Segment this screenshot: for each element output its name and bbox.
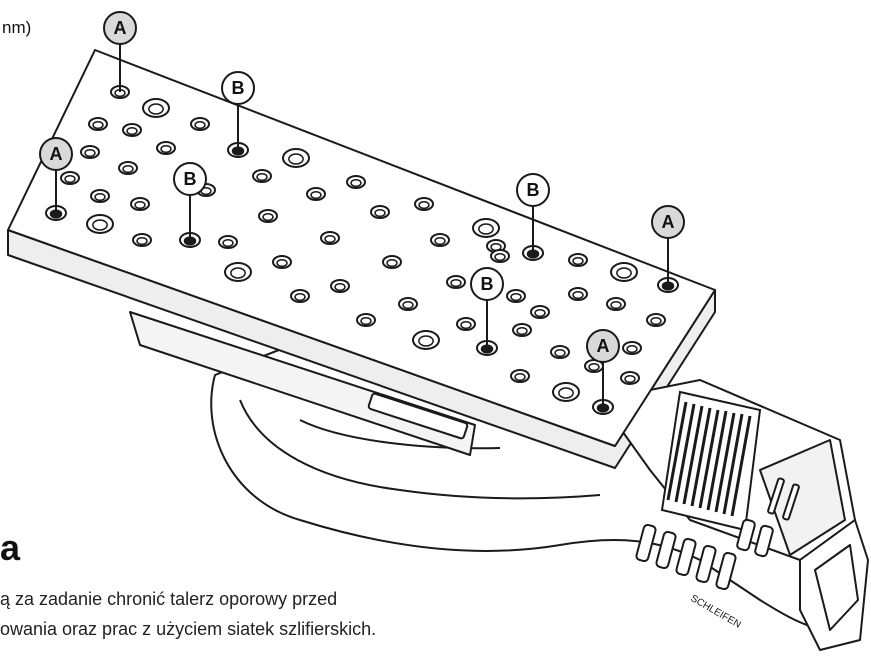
callout-a-circle <box>103 11 137 45</box>
callout-b-label: B <box>184 169 197 189</box>
plate-hole-inner <box>554 348 566 358</box>
plate-hole-inner <box>136 236 148 246</box>
callout-a-circle <box>651 205 685 239</box>
plate-hole-inner <box>494 252 506 262</box>
plate-hole-inner <box>450 278 462 288</box>
callout-a-label: A <box>114 18 127 38</box>
section-heading-fragment: a <box>0 527 21 568</box>
callout-a-3: A <box>651 205 685 239</box>
callout-leaders <box>55 44 669 407</box>
callout-b-circle <box>221 71 255 105</box>
plate-hole-inner <box>588 362 600 372</box>
plate-hole-inner <box>324 234 336 244</box>
callout-b-label: B <box>481 274 494 294</box>
plate-hole-inner <box>134 200 146 210</box>
plate-hole-inner <box>572 290 584 300</box>
plate-hole-inner <box>230 267 246 279</box>
callout-b-label: B <box>232 78 245 98</box>
plate-hole-inner <box>460 320 472 330</box>
backing-plate <box>7 49 716 447</box>
plate-hole-inner <box>288 153 304 165</box>
plate-hole-inner <box>514 372 526 382</box>
plate-hole-inner <box>386 258 398 268</box>
plate-hole-inner <box>434 236 446 246</box>
plate-holes <box>45 85 679 415</box>
plate-hole-inner <box>92 120 104 130</box>
callout-b-1: B <box>221 71 255 105</box>
plate-hole-inner <box>510 292 522 302</box>
plate-hole-inner <box>626 344 638 354</box>
callout-b-circle <box>173 162 207 196</box>
callout-a-1: A <box>103 11 137 45</box>
callout-a-4: A <box>586 329 620 363</box>
callout-b-circle <box>470 267 504 301</box>
plate-hole-inner <box>194 120 206 130</box>
plate-hole-inner <box>262 212 274 222</box>
plate-hole-inner <box>418 335 434 347</box>
plate-hole-inner <box>360 316 372 326</box>
plate-hole-inner <box>374 208 386 218</box>
callout-a-2: A <box>39 137 73 171</box>
callout-b-circle <box>516 173 550 207</box>
plate-hole-inner <box>650 316 662 326</box>
body-text-line: ą za zadanie chronić talerz oporowy prze… <box>0 589 338 609</box>
vent-slots <box>635 518 774 591</box>
plate-hole-inner <box>418 200 430 210</box>
callout-b-4: B <box>470 267 504 301</box>
plate-hole-inner <box>256 172 268 182</box>
tool-label: SCHLEIFEN <box>689 593 743 631</box>
plate-hole-inner <box>310 190 322 200</box>
adjustment-wheel <box>660 390 762 532</box>
callout-b-label: B <box>527 180 540 200</box>
plate-hole-inner <box>222 238 234 248</box>
callout-b-3: B <box>516 173 550 207</box>
plate-hole-inner <box>276 258 288 268</box>
body-text-line: owania oraz prac z użyciem siatek szlifi… <box>0 619 377 639</box>
plate-hole-inner <box>148 103 164 115</box>
plate-hole-inner <box>92 219 108 231</box>
plate-hole-inner <box>572 256 584 266</box>
callout-a-label: A <box>662 212 675 232</box>
plate-hole-inner <box>160 144 172 154</box>
plate-hole-inner <box>94 192 106 202</box>
callout-a-label: A <box>597 336 610 356</box>
plate-hole-inner <box>402 300 414 310</box>
plate-hole-inner <box>84 148 96 158</box>
plate-hole-inner <box>350 178 362 188</box>
plate-hole-inner <box>616 267 632 279</box>
plate-hole-inner <box>478 223 494 235</box>
callout-a-circle <box>39 137 73 171</box>
plate-hole-inner <box>294 292 306 302</box>
plate-hole-inner <box>334 282 346 292</box>
caption-fragment-top: nm) <box>2 18 32 37</box>
plate-hole-inner <box>610 300 622 310</box>
plate-hole-inner <box>126 126 138 136</box>
plate-hole-inner <box>534 308 546 318</box>
plate-hole-inner <box>624 374 636 384</box>
plate-hole-inner <box>516 326 528 336</box>
callout-b-2: B <box>173 162 207 196</box>
callout-a-label: A <box>50 144 63 164</box>
plate-hole-inner <box>558 387 574 399</box>
callout-a-circle <box>586 329 620 363</box>
plate-hole-inner <box>122 164 134 174</box>
plate-hole-inner <box>64 174 76 184</box>
